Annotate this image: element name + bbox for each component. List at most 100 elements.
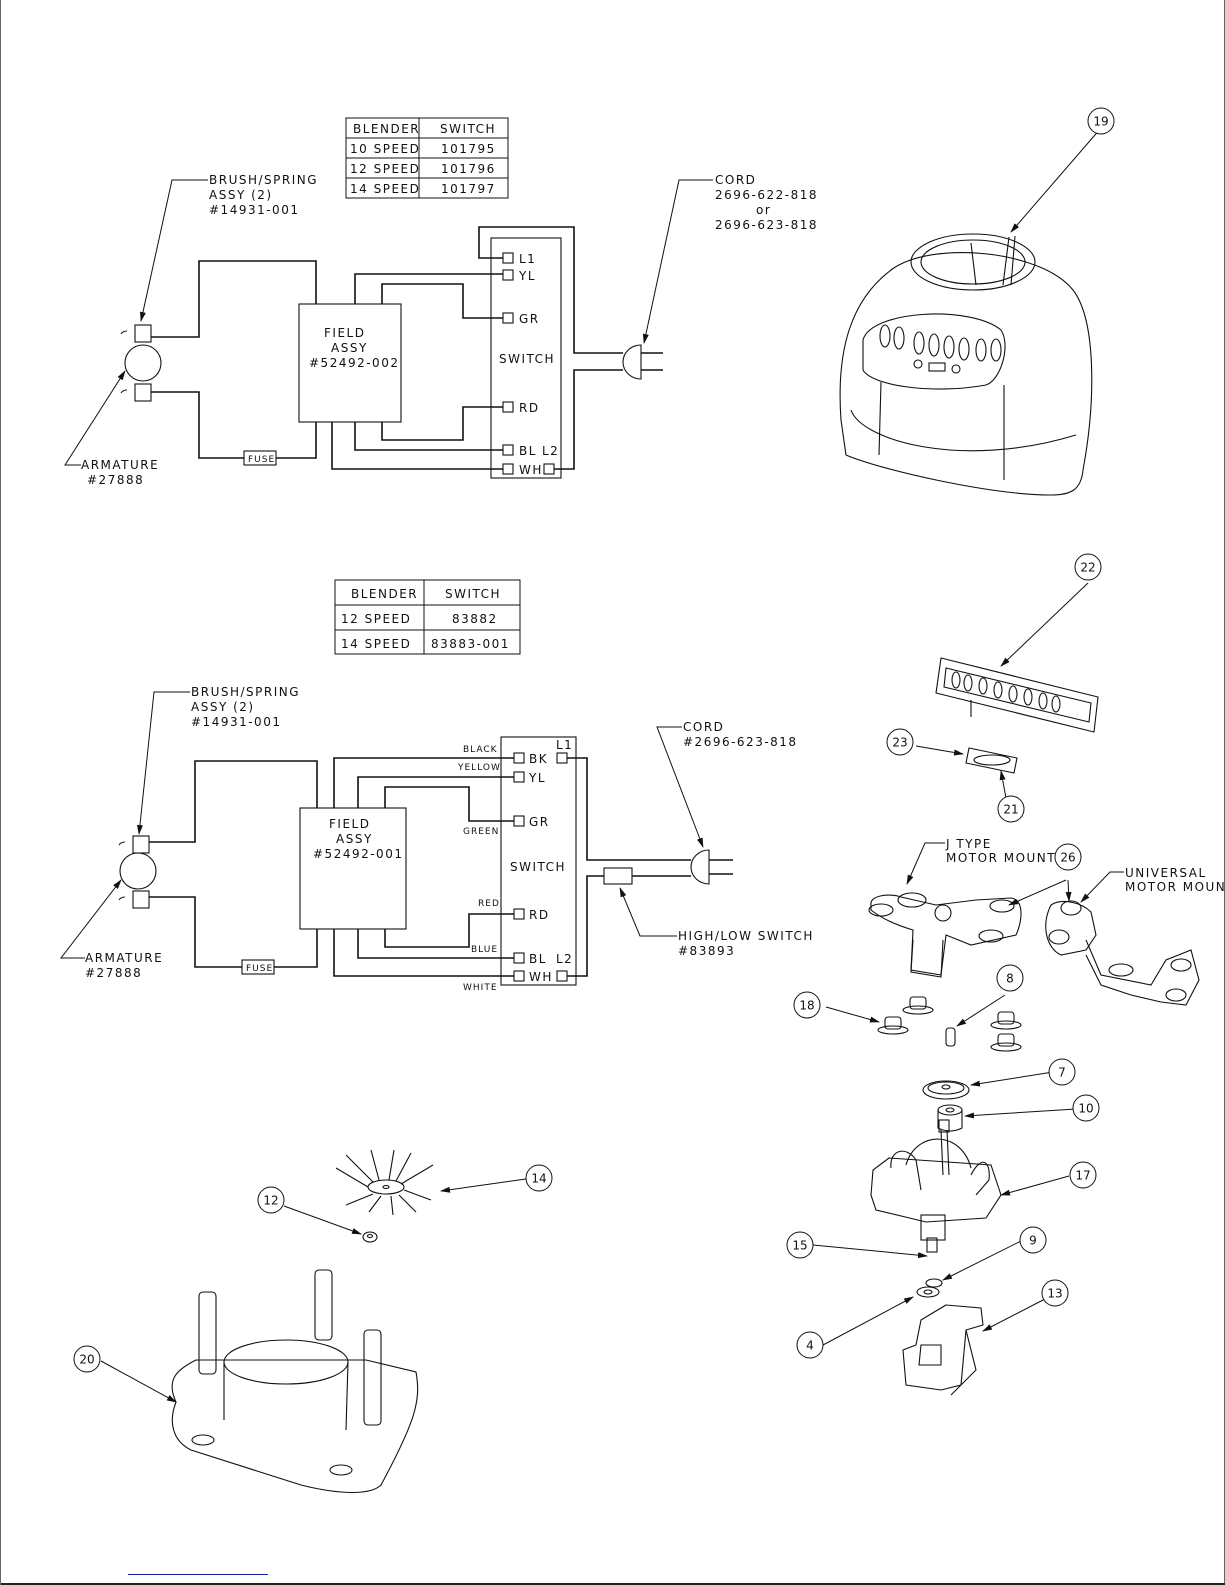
brush-label-line: ASSY (2) [191,700,255,714]
balloon-21: 21 [997,795,1025,823]
terminal-label: GR [519,312,540,326]
balloon-circle [525,1164,553,1192]
j-mount-label-line: MOTOR MOUNT [946,851,1056,865]
page-bottom-rule [1,1583,1225,1585]
balloon-22: 22 [1074,553,1102,581]
wire-color-label: WHITE [463,983,498,993]
hilo-label-line: #83893 [678,944,735,958]
page-link-underline[interactable] [128,1574,268,1575]
balloon-circle [793,991,821,1019]
hilo-label-line: HIGH/LOW SWITCH [678,929,814,943]
balloon-circle [886,728,914,756]
balloon-label: 4 [806,1339,814,1353]
part-4-bushing [916,1286,940,1298]
armature-label-line: #27888 [87,473,144,487]
fuse [241,959,275,975]
balloon-7: 7 [1048,1058,1076,1086]
field-label-line: FIELD [324,326,365,340]
wire-color-label: GREEN [463,827,499,837]
table-header: SWITCH [440,122,496,136]
balloon-9: 9 [1019,1226,1047,1254]
balloon-label: 13 [1047,1287,1062,1301]
balloon-19: 19 [1087,107,1115,135]
balloon-label: 26 [1060,851,1075,865]
balloon-circle [997,795,1025,823]
balloon-circle [1087,107,1115,135]
balloon-circle [1054,843,1082,871]
balloon-10: 10 [1072,1094,1100,1122]
table-cell: 10 SPEED [350,142,420,156]
balloon-circle [786,1231,814,1259]
cord-label-line: or [756,203,771,217]
table-cell: 83882 [452,612,498,626]
balloon-label: 20 [79,1353,94,1367]
wiring-diagram-2: BLENDER SWITCH 12 SPEED 83882 14 SPEED 8… [59,579,814,993]
balloon-15: 15 [786,1231,814,1259]
terminal-label: RD [519,401,540,415]
terminal-label: YL [528,771,546,785]
part-18-nuts [877,996,1022,1052]
balloon-4: 4 [796,1331,824,1359]
switch-label: SWITCH [510,860,566,874]
table-cell: 12 SPEED [341,612,411,626]
plug-1 [622,344,642,380]
balloon-18: 18 [793,991,821,1019]
cord-label-line: 2696-623-818 [715,218,818,232]
part-j-type-motor-mount [868,892,1022,978]
balloon-12: 12 [257,1186,285,1214]
balloon-label: 21 [1003,803,1018,817]
cord-label-line: CORD [715,173,756,187]
table-cell: 101796 [441,162,496,176]
balloon-26: 26 [1054,843,1082,871]
balloon-circle [1048,1058,1076,1086]
balloon-circle [1072,1094,1100,1122]
table-cell: 14 SPEED [350,182,420,196]
j-mount-label-line: J TYPE [945,837,992,851]
part-universal-motor-mount [1045,900,1200,1006]
balloon-17: 17 [1069,1161,1097,1189]
brush-label-line: BRUSH/SPRING [191,685,300,699]
balloon-label: 19 [1093,115,1108,129]
field-label-line: ASSY [331,341,368,355]
part-12-nut [362,1231,378,1243]
switch-label: SWITCH [499,352,555,366]
table-header: BLENDER [353,122,420,136]
switch-terminals-2: BK L1 YL GR RD BL L2 WH SWITCH [510,738,572,984]
brush-label-line: #14931-001 [209,203,299,217]
brush-label-line: BRUSH/SPRING [209,173,318,187]
wire-color-label: BLACK [463,745,498,755]
cord-label-line: 2696-622-818 [715,188,818,202]
table-cell: 83883-001 [431,637,510,651]
part-22-control-panel [935,657,1099,733]
part-20-base [171,1269,419,1494]
balloon-circle [796,1331,824,1359]
wiring-diagram-1: BLENDER SWITCH 10 SPEED 101795 12 SPEED … [64,117,818,487]
balloon-label: 18 [799,999,814,1013]
balloon-label: 14 [531,1172,546,1186]
cord-label-line: CORD [683,720,724,734]
terminal-label: WH [519,463,543,477]
field-label-line: #52492-001 [313,847,403,861]
switch-table-2: BLENDER SWITCH 12 SPEED 83882 14 SPEED 8… [334,579,521,655]
field-label-line: #52492-002 [309,356,399,370]
switch-terminals-1: L1 YL GR RD BL L2 WH SWITCH [499,252,558,477]
balloon-8: 8 [996,964,1024,992]
balloon-label: 15 [792,1239,807,1253]
table-cell: 14 SPEED [341,637,411,651]
armature-label-line: #27888 [85,966,142,980]
balloon-14: 14 [525,1164,553,1192]
balloon-circle [996,964,1024,992]
balloon-circle [257,1186,285,1214]
universal-mount-label-line: UNIVERSAL [1125,866,1207,880]
wire-color-labels: BLACK YELLOW GREEN RED BLUE WHITE [457,745,500,993]
part-14-fan [335,1149,434,1216]
terminal-label: RD [529,908,550,922]
part-17-motor [870,1119,1002,1253]
field-assy-1 [298,303,402,423]
balloon-label: 9 [1029,1234,1037,1248]
fuse-label: FUSE [246,964,273,974]
part-23-21-plate [965,747,1018,774]
terminal-label: BL [519,444,537,458]
